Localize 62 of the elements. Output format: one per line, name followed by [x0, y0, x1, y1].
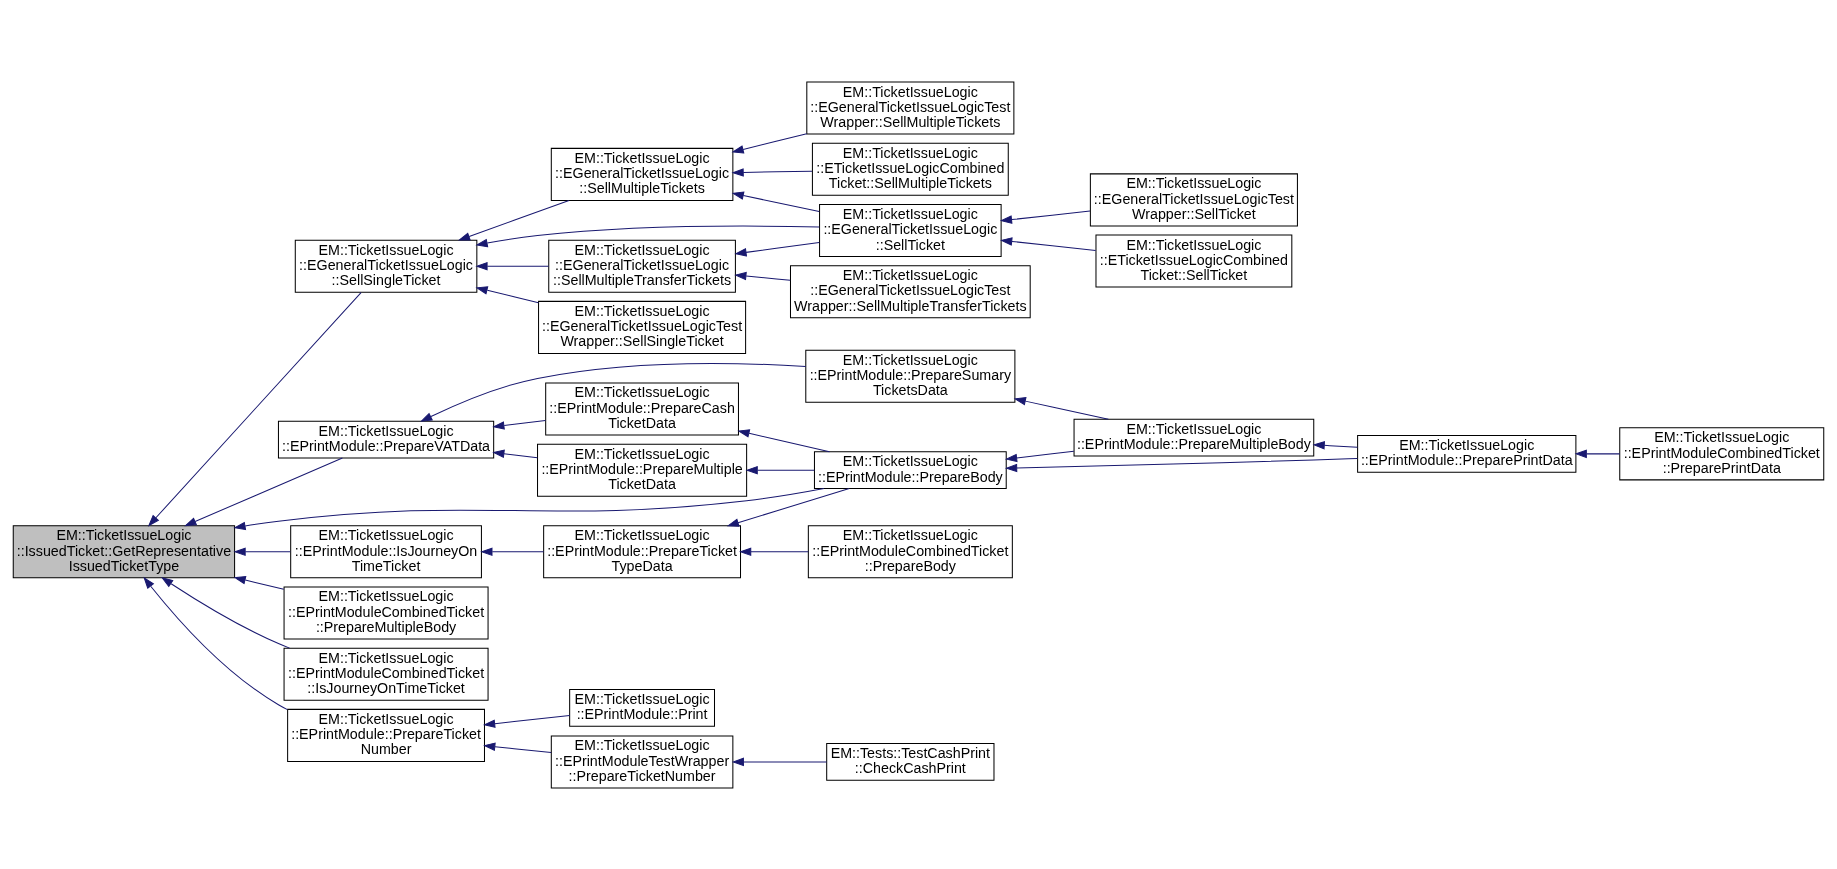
arrow: [739, 547, 809, 556]
arrow: [1004, 457, 1358, 472]
node-box: EM::TicketIssueLogic ::EGeneralTicketIssueLogicTest Wrapper::SellTicket: [1089, 172, 1298, 226]
node-box: EM::TicketIssueLogic ::EGeneralTicketIssueLogicTest Wrapper::SellMultipleTickets: [806, 81, 1015, 135]
node-box: EM::TicketIssueLogic ::ETicketIssueLogicCombined Ticket::SellMultipleTickets: [811, 142, 1009, 196]
node-box: EM::Tests::TestCashPrint ::CheckCashPrint: [826, 742, 995, 781]
arrow: [726, 487, 850, 527]
arrow: [492, 419, 546, 430]
arrow: [475, 261, 550, 270]
arrow: [1004, 450, 1075, 462]
node-box: EM::TicketIssueLogic ::EPrintModuleCombinedTicket ::PreparePrintData: [1619, 426, 1825, 480]
arrow: [457, 199, 570, 241]
node-box: EM::TicketIssueLogic ::EGeneralTicketIssueLogic ::SellMultipleTickets: [550, 147, 734, 201]
arrow: [1312, 440, 1359, 450]
node-box: EM::TicketIssueLogic ::EPrintModule::PrepareTicket Number: [287, 708, 485, 762]
arrow: [233, 575, 285, 590]
arrow: [731, 190, 820, 212]
node-box: EM::TicketIssueLogic ::EPrintModule::IsJourneyOn TimeTicket: [290, 524, 482, 578]
arrow: [737, 428, 830, 452]
arrow: [734, 271, 791, 281]
arrow: [731, 167, 813, 177]
node-box: EM::TicketIssueLogic ::EPrintModuleCombinedTicket ::PrepareMultipleBody: [283, 585, 489, 639]
arrow: [734, 241, 820, 257]
node-box: EM::TicketIssueLogic ::EPrintModule::PrepareBody: [813, 450, 1007, 489]
node-box: EM::TicketIssueLogic ::EGeneralTicketIssueLogicTest Wrapper::SellMultipleTransferTickets: [790, 264, 1031, 318]
arrow: [475, 225, 820, 247]
arrow: [492, 448, 538, 458]
node-box: EM::TicketIssueLogic ::EPrintModule::Print: [569, 688, 715, 727]
node-box: EM::TicketIssueLogic ::EGeneralTicketIssueLogicTest Wrapper::SellSingleTicket: [538, 300, 747, 354]
node-box: EM::TicketIssueLogic ::EPrintModule::PreparePrintData: [1357, 434, 1577, 473]
node-box: EM::TicketIssueLogic ::EGeneralTicketIssueLogic ::SellSingleTicket: [294, 239, 478, 293]
arrow: [483, 741, 552, 753]
arrow: [1013, 396, 1109, 420]
node-box: EM::TicketIssueLogic ::EPrintModuleCombinedTicket ::IsJourneyOnTimeTicket: [283, 647, 489, 701]
node-box: EM::TicketIssueLogic ::EPrintModule::PrepareMultiple TicketData: [537, 443, 748, 497]
node-box: EM::TicketIssueLogic ::ETicketIssueLogicCombined Ticket::SellTicket: [1095, 234, 1293, 288]
arrow: [420, 362, 807, 422]
node-box: EM::TicketIssueLogic ::EPrintModule::PrepareCash TicketData: [545, 381, 739, 435]
arrow: [184, 457, 343, 526]
arrow: [233, 547, 291, 556]
arrow: [731, 132, 808, 154]
node-box: EM::TicketIssueLogic ::EPrintModule::PrepareMultipleBody: [1073, 418, 1315, 456]
arrow: [745, 465, 815, 474]
arrow: [143, 576, 288, 710]
node-box: EM::TicketIssueLogic ::EPrintModuleCombinedTicket ::PrepareBody: [807, 524, 1013, 578]
arrow: [160, 576, 291, 649]
arrow: [731, 757, 828, 766]
node-box: EM::TicketIssueLogic ::EPrintModule::PrepareSumary TicketsData: [805, 349, 1016, 403]
arrow: [482, 714, 571, 728]
node-box: EM::TicketIssueLogic ::IssuedTicket::GetRepresentative IssuedTicketType: [12, 524, 236, 578]
arrow: [480, 547, 545, 556]
arrow: [147, 291, 362, 527]
node-box: EM::TicketIssueLogic ::EGeneralTicketIssueLogic ::SellMultipleTransferTickets: [548, 239, 736, 293]
arrow: [1000, 236, 1097, 251]
arrow: [1574, 449, 1621, 458]
arrow: [233, 487, 825, 530]
arrow: [999, 210, 1091, 224]
arrow: [475, 285, 539, 303]
node-box: EM::TicketIssueLogic ::EPrintModule::PrepareTicket TypeData: [543, 524, 741, 578]
node-box: EM::TicketIssueLogic ::EPrintModuleTestWrapper ::PrepareTicketNumber: [550, 734, 734, 788]
node-box: EM::TicketIssueLogic ::EGeneralTicketIssueLogic ::SellTicket: [819, 203, 1002, 257]
node-box: EM::TicketIssueLogic ::EPrintModule::PrepareVATData: [277, 420, 495, 458]
